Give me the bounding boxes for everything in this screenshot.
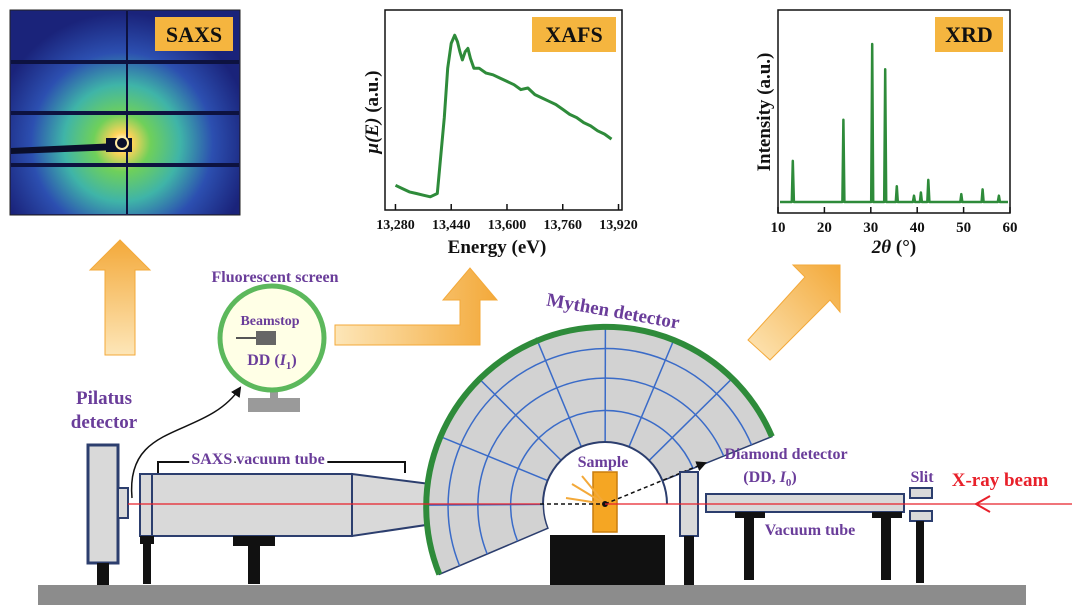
xafs-x-axis-label: Energy (eV)	[448, 237, 547, 258]
saxs-tube-window	[139, 473, 153, 537]
dd-i1-label: DD (I1)	[247, 352, 297, 372]
xafs-x-axis: 13,280 13,440 13,600 13,760 13,920	[376, 204, 638, 233]
diagonal-arrow-to-xrd	[747, 264, 841, 361]
xafs-y-axis-label-unit: (a.u.)	[362, 71, 383, 118]
beamstop-label: Beamstop	[240, 314, 299, 329]
right-vacuum-tube: Vacuum tube	[705, 493, 905, 580]
dd-i1-close: )	[291, 352, 296, 369]
diamond-label-line1: Diamond detector	[724, 446, 847, 463]
diamond-label-close: )	[791, 469, 796, 486]
diamond-label-var: I	[779, 469, 787, 486]
vacuum-tube-label: Vacuum tube	[765, 522, 856, 539]
right-tube-leg-right	[881, 518, 891, 580]
xafs-y-axis-label: μ(E) (a.u.)	[362, 71, 383, 155]
xrd-x-tick-label: 10	[771, 220, 786, 236]
xrd-x-tick-label: 30	[863, 220, 878, 236]
xafs-x-tick-label: 13,760	[544, 218, 583, 233]
saxs-tube-leg-center	[248, 546, 260, 584]
right-vacuum-tube-body	[705, 493, 905, 513]
saxs-tube-label: SAXS vacuum tube	[191, 451, 324, 468]
xafs-x-tick-label: 13,440	[432, 218, 471, 233]
screen-connector-arrow	[130, 386, 242, 499]
xrd-x-tick-label: 20	[817, 220, 832, 236]
slit-label: Slit	[910, 469, 934, 486]
slit-lower-blade	[909, 510, 933, 522]
dd-i1-var: I	[279, 352, 287, 369]
xrd-x-axis-label-unit: (°)	[891, 237, 916, 258]
mythen-grid-spoke	[438, 435, 548, 482]
xafs-x-tick-label: 13,600	[488, 218, 527, 233]
mythen-detector-arc	[423, 323, 775, 576]
sample-stage: Sample	[550, 454, 665, 585]
xrd-x-tick-label: 60	[1003, 220, 1018, 236]
xray-beam-arrowhead	[973, 495, 991, 513]
arrow-to-xafs	[334, 267, 499, 346]
pilatus-face	[117, 487, 129, 519]
xafs-badge-label: XAFS	[545, 22, 602, 47]
xrd-x-tick-label: 50	[956, 220, 971, 236]
right-tube-leg-left	[744, 518, 754, 580]
xrd-badge-label: XRD	[945, 22, 993, 47]
saxs-tube-bracket	[157, 461, 406, 473]
dd-i1-prefix: DD (	[247, 352, 279, 369]
screen-stand-base	[248, 398, 300, 412]
flow-arrows	[88, 239, 841, 361]
xafs-panel: XAFS 13,280 13,440 13,600 13,760 13,920 Ener…	[362, 9, 638, 258]
pilatus-leg	[97, 563, 109, 585]
fluorescent-screen: Fluorescent screen Beamstop DD (I1)	[212, 269, 339, 412]
mythen-grid-spoke	[476, 376, 562, 461]
saxs-badge-label: SAXS	[166, 22, 222, 47]
diamond-label-line2: (DD, I0)	[743, 469, 797, 489]
xrd-y-axis-label: Intensity (a.u.)	[754, 53, 775, 172]
saxs-vacuum-tube: SAXS vacuum tube	[139, 448, 541, 584]
xrd-x-axis-label-var: 2θ	[871, 237, 892, 258]
xafs-y-axis-label-var: μ(E)	[362, 118, 383, 155]
diamond-detector-leg	[684, 536, 694, 585]
pilatus-label-line2: detector	[71, 412, 138, 433]
mythen-grid-spoke	[535, 337, 582, 448]
xafs-series-line	[394, 33, 613, 199]
pilatus-body	[86, 443, 120, 565]
pilatus-label-line1: Pilatus	[76, 388, 132, 409]
diamond-label-sub: 0	[786, 477, 792, 489]
beamstop-block	[256, 331, 276, 345]
pilatus-detector: Pilatus detector	[71, 388, 138, 585]
xrd-panel: XRD 10 20 30 40 50 60 2θ (°) Intensity (a.u.)	[754, 9, 1018, 258]
xray-beam-label: X-ray beam	[952, 470, 1049, 491]
sample-label: Sample	[578, 454, 629, 471]
saxs-tube-body	[151, 473, 353, 537]
saxs-panel: SAXS	[9, 9, 241, 216]
xrd-x-axis-label: 2θ (°)	[871, 237, 916, 258]
saxs-badge	[155, 17, 233, 51]
xrd-badge	[935, 17, 1003, 52]
xrd-series-line	[780, 42, 1008, 204]
saxs-pattern-image	[11, 11, 239, 214]
mythen-grid-spoke	[648, 377, 734, 461]
xafs-x-tick-label: 13,280	[376, 218, 415, 233]
fluorescent-screen-label: Fluorescent screen	[212, 269, 339, 286]
scatter-rays	[565, 475, 606, 505]
saxs-tube-leg-left	[143, 544, 151, 584]
diamond-label-prefix: (DD,	[743, 469, 779, 486]
dd-i1-sub: 1	[286, 360, 292, 372]
xafs-x-tick-label: 13,920	[599, 218, 638, 233]
slit-upper-blade	[909, 487, 933, 499]
mythen-detector: Mythen detector	[423, 290, 775, 576]
up-arrow-to-saxs	[88, 239, 152, 356]
sample-base	[550, 535, 665, 585]
slit: Slit	[909, 469, 934, 583]
xrd-x-axis: 10 20 30 40 50 60	[771, 207, 1018, 236]
xafs-badge	[532, 17, 616, 52]
slit-leg	[916, 521, 924, 583]
mythen-grid-spoke	[628, 337, 676, 448]
floor-rail	[38, 585, 1026, 605]
xrd-x-tick-label: 40	[910, 220, 925, 236]
